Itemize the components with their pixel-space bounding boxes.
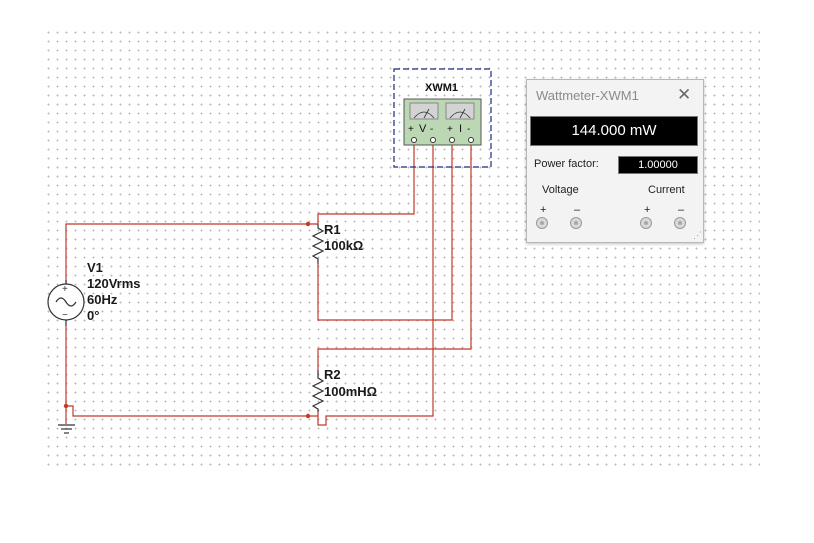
junction-dot — [305, 221, 311, 227]
current-section-label: Current — [648, 184, 685, 196]
wattmeter-panel[interactable]: Wattmeter-XWM1 ✕ 144.000 mW Power factor… — [526, 79, 704, 243]
inst-volt-label: V — [419, 123, 427, 135]
source-phase-label: 0° — [87, 308, 99, 323]
current-meter-face — [445, 102, 475, 120]
source-minus: − — [62, 310, 68, 321]
resistor-r1[interactable] — [311, 224, 325, 264]
panel-title: Wattmeter-XWM1 — [536, 88, 639, 103]
panel-terminal-current-minus[interactable] — [674, 217, 686, 229]
source-ref-label: V1 — [87, 260, 103, 275]
current-minus-sign: – — [678, 204, 685, 216]
wattmeter-instrument[interactable]: XWM1 + V - + I - — [393, 68, 492, 168]
current-plus-sign: + — [644, 204, 651, 216]
wire-r1-to-curr-minus[interactable] — [317, 141, 453, 321]
source-value-label: 120Vrms — [87, 276, 141, 291]
sine-wave-icon — [55, 297, 77, 307]
power-factor-label: Power factor: — [534, 158, 599, 170]
ground-icon[interactable] — [58, 424, 75, 434]
terminal-current-plus — [449, 137, 455, 143]
inst-volt-minus: - — [430, 124, 433, 135]
inst-volt-plus: + — [408, 124, 414, 135]
ac-source-v1[interactable]: + − — [47, 280, 85, 326]
junction-dot — [305, 413, 311, 419]
panel-terminal-current-plus[interactable] — [640, 217, 652, 229]
r2-value-label: 100mHΩ — [324, 384, 377, 399]
r1-value-label: 100kΩ — [324, 238, 363, 253]
wire-curr-plus-to-r2[interactable] — [317, 141, 472, 370]
inst-curr-minus: - — [467, 124, 470, 135]
close-icon[interactable]: ✕ — [677, 85, 692, 104]
voltage-plus-sign: + — [540, 204, 547, 216]
inst-curr-plus: + — [447, 124, 453, 135]
panel-terminal-voltage-plus[interactable] — [536, 217, 548, 229]
power-reading-display: 144.000 mW — [530, 116, 698, 146]
junction-dot — [63, 403, 69, 409]
instrument-ref-label: XWM1 — [425, 82, 458, 94]
wire-source-top[interactable] — [65, 223, 318, 286]
terminal-voltage-minus — [430, 137, 436, 143]
r1-ref-label: R1 — [324, 222, 341, 237]
panel-terminal-voltage-minus[interactable] — [570, 217, 582, 229]
r2-ref-label: R2 — [324, 367, 341, 382]
power-factor-value: 1.00000 — [618, 156, 698, 174]
terminal-voltage-plus — [411, 137, 417, 143]
terminal-current-minus — [468, 137, 474, 143]
source-freq-label: 60Hz — [87, 292, 118, 307]
resistor-r2[interactable] — [311, 370, 325, 412]
wire-ground-return[interactable] — [65, 326, 318, 417]
wires — [65, 141, 472, 426]
resize-grip-icon[interactable]: ⋰ — [693, 230, 702, 240]
voltage-minus-sign: – — [574, 204, 581, 216]
voltage-meter-face — [409, 102, 439, 120]
wire-r1-to-volt-plus[interactable] — [317, 141, 415, 224]
voltage-section-label: Voltage — [542, 184, 579, 196]
wire-r2-to-volt-minus[interactable] — [317, 141, 434, 426]
inst-curr-label: I — [459, 123, 462, 135]
source-plus: + — [62, 284, 68, 295]
